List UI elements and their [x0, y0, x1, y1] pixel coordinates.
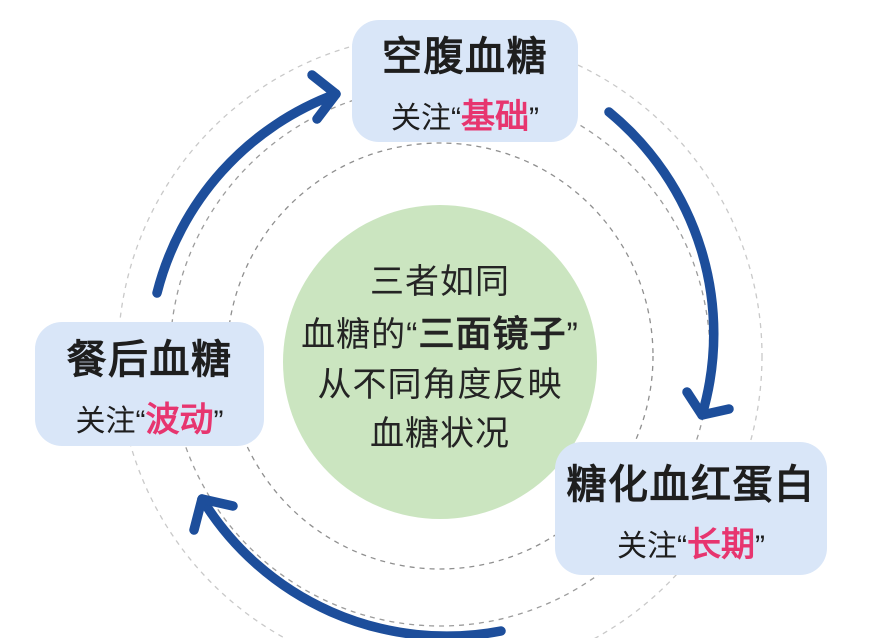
node-subtitle: 关注“基础”	[391, 89, 539, 138]
cycle-arrow-top-to-right	[604, 107, 734, 420]
center-line-2-bold: 三面镜子	[418, 312, 567, 354]
center-line-2: 血糖的“三面镜子”	[301, 308, 579, 361]
node-subtitle: 关注“波动”	[76, 392, 224, 441]
subtitle-prefix: 关注“	[617, 529, 687, 563]
node-title: 餐后血糖	[66, 338, 233, 382]
subtitle-keyword: 基础	[461, 98, 529, 136]
arrow-curve	[197, 494, 506, 638]
arrow-curve	[604, 107, 719, 420]
node-hba1c: 糖化血红蛋白 关注“长期”	[555, 442, 827, 575]
arrowhead-icon	[682, 387, 734, 420]
subtitle-keyword: 波动	[145, 401, 214, 439]
node-title: 空腹血糖	[382, 35, 548, 79]
subtitle-suffix: ”	[755, 529, 765, 563]
center-line-2-suffix: ”	[566, 315, 579, 354]
dashed-circle-inner	[226, 142, 654, 570]
center-line-1: 三者如同	[370, 263, 510, 302]
node-title: 糖化血红蛋白	[566, 462, 816, 507]
center-line-4: 血糖状况	[370, 415, 510, 454]
arrowhead-icon	[189, 494, 238, 535]
arrow-curve	[152, 89, 341, 298]
center-summary-circle: 三者如同 血糖的“三面镜子” 从不同角度反映 血糖状况	[283, 205, 597, 519]
center-line-2-prefix: 血糖的“	[301, 315, 419, 354]
subtitle-keyword: 长期	[687, 525, 755, 564]
subtitle-prefix: 关注“	[75, 405, 146, 438]
subtitle-suffix: ”	[213, 405, 224, 438]
arrowhead-icon	[307, 70, 341, 124]
subtitle-suffix: ”	[529, 102, 539, 135]
subtitle-prefix: 关注“	[391, 102, 461, 135]
node-fasting-glucose: 空腹血糖 关注“基础”	[352, 20, 578, 142]
cycle-arrow-bottom-to-left	[189, 494, 506, 638]
node-subtitle: 关注“长期”	[617, 517, 765, 566]
node-postprandial-glucose: 餐后血糖 关注“波动”	[35, 322, 264, 446]
cycle-arrow-left-to-top	[152, 70, 341, 298]
center-line-3: 从不同角度反映	[317, 365, 563, 404]
